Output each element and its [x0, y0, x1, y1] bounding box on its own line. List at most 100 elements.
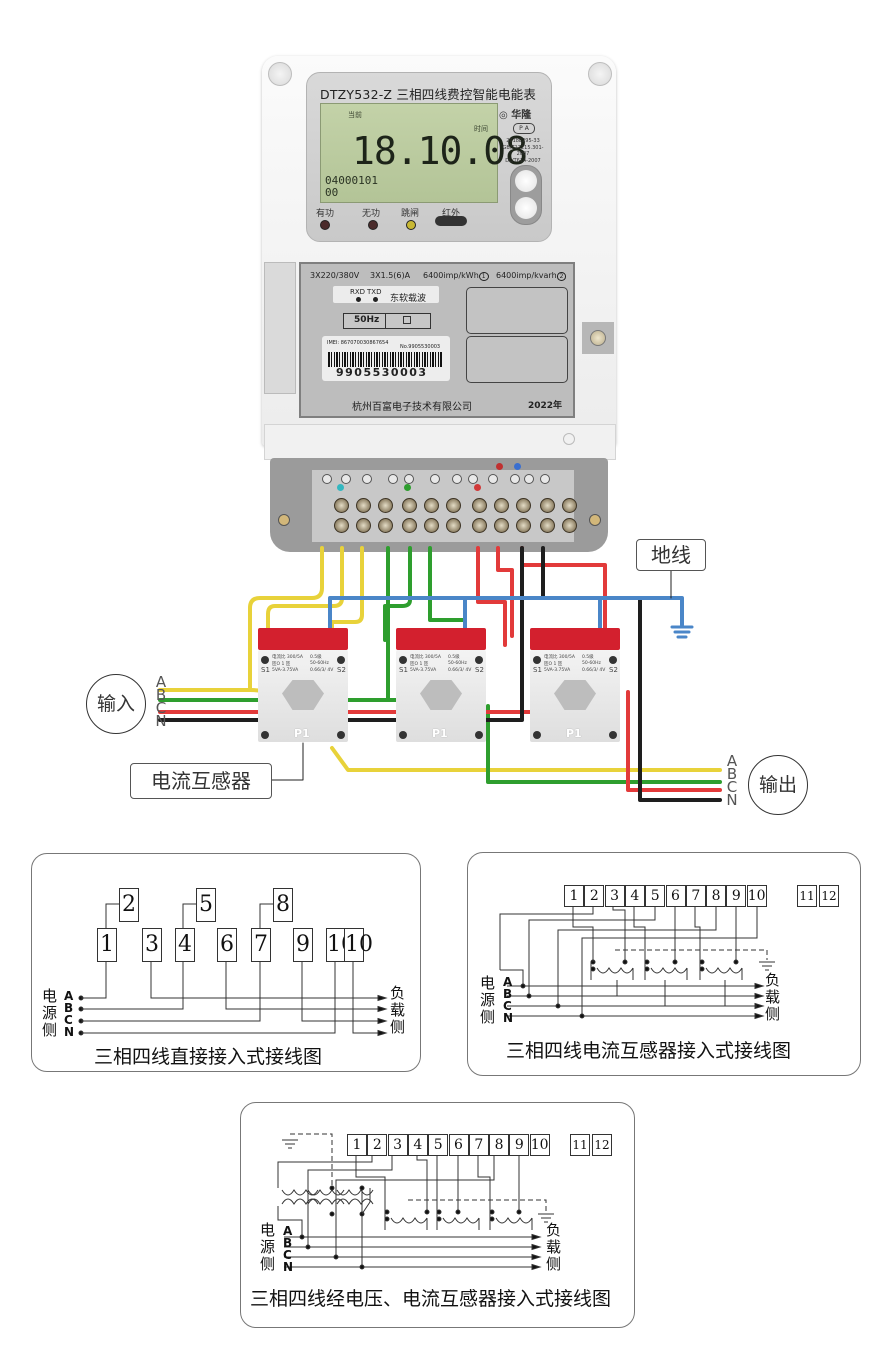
ct-spec-text: 电流比 300/5A [544, 655, 575, 660]
junction-dot [436, 1216, 442, 1222]
circuit-line [277, 1206, 303, 1237]
arrow-icon [377, 1017, 388, 1025]
ct-spec-text: 电流比 300/5A [410, 655, 441, 660]
load-side-label: 负载侧 [765, 972, 781, 1023]
phase-letter: N [283, 1260, 294, 1274]
ct-mount-hole-icon [337, 731, 345, 739]
reactive-constant-mark: 2 [556, 272, 567, 281]
cover-screw-hole-icon [563, 433, 575, 445]
terminal-screw-icon [424, 498, 439, 513]
terminal-box: 1 [97, 928, 117, 962]
junction-dot [424, 1209, 430, 1215]
circuit-line [724, 980, 757, 1007]
wire [330, 546, 364, 642]
small-terminal-screw-icon [510, 474, 520, 484]
circuit-line [81, 960, 107, 999]
ct-s2-label: S2 [337, 666, 346, 674]
circuit-line [307, 1155, 393, 1247]
phase-letter: B [726, 765, 738, 783]
terminal-screw-icon [494, 518, 509, 533]
coil-icon [705, 967, 743, 974]
button-down[interactable] [515, 197, 537, 219]
terminal-box: 9 [726, 885, 747, 907]
circuit-line [259, 903, 273, 928]
ct-spec-text: 50-60Hz [310, 661, 329, 666]
input-label: 输入 [86, 674, 146, 734]
button-up[interactable] [515, 170, 537, 192]
junction-dot [579, 1013, 585, 1019]
barcode-number: 9905530003 [336, 366, 428, 379]
junction-dot [555, 1003, 561, 1009]
junction-dot [455, 1209, 461, 1215]
terminal-box: 2 [367, 1134, 388, 1156]
load-side-text: 负载侧 [546, 1221, 562, 1273]
mount-hole-right-icon [589, 514, 601, 526]
standards-text: 2018E295-33 GB/T17215.301-2007 DL/T614-2… [497, 138, 549, 164]
aux-blue-marker [514, 463, 521, 470]
phase-letter: C [503, 999, 512, 1013]
circuit-line [694, 905, 701, 962]
ct-s2-label: S2 [475, 666, 484, 674]
ct-spec-text: 5VA-3.75VA [410, 668, 437, 673]
terminal-box: 10 [326, 928, 355, 962]
ct-spec-text: 匝O 1 匝 [410, 662, 429, 667]
junction-dot [526, 993, 532, 999]
circuit-line [81, 960, 184, 1010]
ct-terminal-s1-icon [399, 656, 407, 664]
terminal-box: 5 [196, 888, 216, 922]
seal-left-icon [268, 62, 292, 86]
terminal-legend-diagram [466, 287, 568, 334]
terminal-screw-icon [516, 518, 531, 533]
phase-letter: B [503, 987, 513, 1001]
meter-model-title: DTZY532-Z 三相四线费控智能电能表 [320, 87, 537, 102]
junction-dot [699, 966, 705, 972]
small-terminal-screw-icon [404, 474, 414, 484]
ct-mount-hole-icon [609, 731, 617, 739]
output-label: 输出 [748, 755, 808, 815]
ct-mount-hole-icon [399, 731, 407, 739]
junction-dot [333, 1254, 339, 1260]
source-phase-letters: A B C N [503, 976, 513, 1024]
phase-letter: N [155, 712, 167, 730]
phase-letter: C [64, 1013, 73, 1027]
circuit-line [301, 960, 386, 1022]
standard-line: 2018E295-33 [506, 138, 540, 144]
circuit-line [633, 905, 646, 962]
ct-spec-text: 匝O 1 匝 [272, 662, 291, 667]
active-constant-value: 6400imp/kWh [423, 271, 479, 280]
standard-line: GB/T17215.301-2007 [502, 144, 544, 158]
wire [476, 546, 507, 647]
ct-mount-hole-icon [261, 731, 269, 739]
display-button[interactable] [510, 165, 542, 225]
ct-p1-label: P1 [432, 727, 448, 740]
coil-icon [336, 1189, 374, 1196]
arrow-icon [377, 1005, 388, 1013]
junction-dot [329, 1211, 335, 1217]
terminal-box: 12 [819, 885, 839, 907]
terminal-screw-icon [356, 498, 371, 513]
terminal-box: 3 [142, 928, 162, 962]
junction-dot [305, 1244, 311, 1250]
ct-spec-text: 0.5级 [310, 655, 322, 660]
terminal-box: 8 [706, 885, 727, 907]
phase-letter: A [64, 989, 74, 1003]
arrow-icon [531, 1263, 542, 1271]
lcd-screen [320, 103, 498, 203]
wire [428, 546, 467, 642]
source-side-label: 电源侧 [260, 1222, 276, 1273]
diagram-ct-lines [499, 905, 775, 1020]
terminal-box: 5 [645, 885, 666, 907]
terminal-screw-icon [424, 518, 439, 533]
junction-dot [436, 1209, 442, 1215]
source-side-text: 电源侧 [480, 974, 496, 1026]
arrow-icon [754, 982, 765, 990]
junction-dot [359, 1264, 365, 1270]
rated-current: 3X1.5(6)A [370, 271, 411, 280]
active-constant-mark: 1 [478, 272, 489, 281]
ground-dashed-line [615, 949, 768, 960]
circuit-line [528, 905, 656, 996]
junction-dot [590, 966, 596, 972]
coil-icon [336, 1198, 374, 1205]
mini-wiring-diagram [466, 336, 568, 383]
